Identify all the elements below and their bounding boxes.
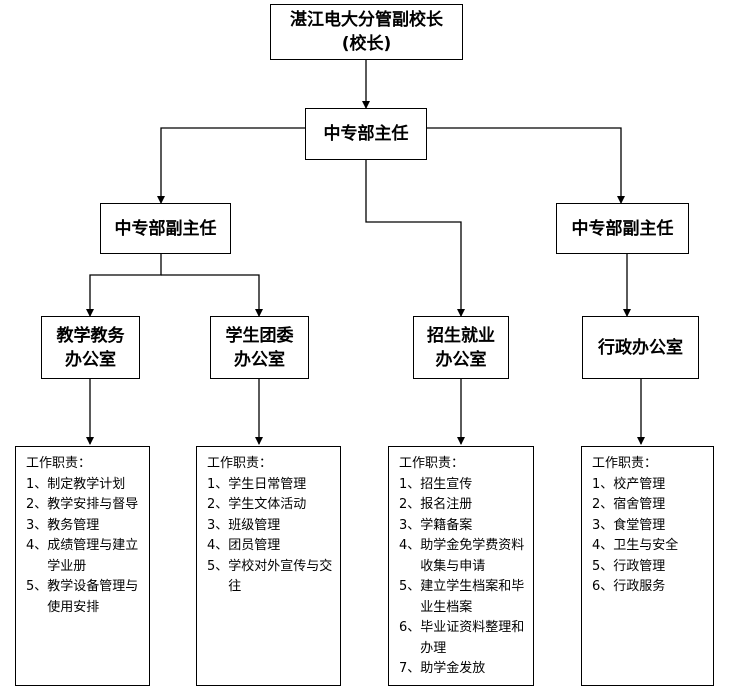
duty-item: 4、卫生与安全 xyxy=(592,538,679,553)
duty-title: 工作职责： xyxy=(207,456,273,471)
duty-item: 3、学籍备案 xyxy=(399,517,473,533)
arrow-deputy-to-student xyxy=(161,274,263,317)
duty-box-enrollment: 工作职责： 1、招生宣传 2、报名注册 3、学籍备案 4、助学金免学费资料收集与… xyxy=(388,446,534,686)
node-vice-president: 湛江电大分管副校长 (校长) xyxy=(270,4,463,60)
node-office-student: 学生团委 办公室 xyxy=(210,316,309,379)
duty-item: 3、班级管理 xyxy=(207,517,281,533)
node-director: 中专部主任 xyxy=(305,108,427,160)
node-vice-president-line2: (校长) xyxy=(341,34,392,54)
node-office-teaching: 教学教务 办公室 xyxy=(41,316,140,379)
duty-item: 5、行政管理 xyxy=(592,558,666,574)
duty-item: 1、学生日常管理 xyxy=(207,476,307,492)
node-office-teaching-line1: 教学教务 xyxy=(56,325,125,346)
duty-item: 3、食堂管理 xyxy=(592,517,666,533)
duty-box-admin: 工作职责： 1、校产管理 2、宿舍管理 3、食堂管理 4、卫生与安全 5、行政管… xyxy=(581,446,714,686)
duty-item: 5、学校对外宣传与交往 xyxy=(207,558,333,595)
duty-box-teaching: 工作职责： 1、制定教学计划 2、教学安排与督导 3、教务管理 4、成绩管理与建… xyxy=(15,446,150,686)
duty-item: 6、行政服务 xyxy=(592,579,666,594)
duty-item: 2、教学安排与督导 xyxy=(26,497,139,512)
duty-title: 工作职责： xyxy=(592,456,658,471)
duty-box-student: 工作职责： 1、学生日常管理 2、学生文体活动 3、班级管理 4、团员管理 5、… xyxy=(196,446,341,686)
arrow-director-to-right-deputy xyxy=(427,127,625,204)
node-office-admin-line1: 行政办公室 xyxy=(598,337,683,358)
duty-item: 7、助学金发放 xyxy=(399,661,486,676)
node-deputy-left: 中专部副主任 xyxy=(100,203,231,254)
arrow-director-to-enrollment xyxy=(365,160,465,317)
node-office-teaching-line2: 办公室 xyxy=(65,349,116,370)
node-deputy-left-label: 中专部副主任 xyxy=(114,218,217,239)
node-office-enrollment-line1: 招生就业 xyxy=(427,325,495,346)
duty-item: 4、团员管理 xyxy=(207,538,281,553)
node-vice-president-line1: 湛江电大分管副校长 xyxy=(290,10,443,30)
duty-item: 4、助学金免学费资料收集与申请 xyxy=(399,538,525,574)
node-office-enrollment-line2: 办公室 xyxy=(435,349,487,370)
arrow-director-to-left-deputy xyxy=(157,127,305,204)
duty-title: 工作职责： xyxy=(399,456,465,471)
node-deputy-right: 中专部副主任 xyxy=(556,203,689,254)
duty-item: 1、校产管理 xyxy=(592,476,666,492)
duty-item: 2、报名注册 xyxy=(399,497,473,512)
node-office-enrollment: 招生就业 办公室 xyxy=(413,316,509,379)
duty-item: 1、制定教学计划 xyxy=(26,476,126,492)
duty-title: 工作职责： xyxy=(26,456,92,471)
duty-item: 1、招生宣传 xyxy=(399,476,473,492)
arrow-deputy-to-teaching xyxy=(86,254,162,317)
node-office-student-line2: 办公室 xyxy=(234,349,285,370)
node-office-admin: 行政办公室 xyxy=(582,316,699,379)
duty-item: 3、教务管理 xyxy=(26,517,100,533)
duty-item: 2、学生文体活动 xyxy=(207,497,307,512)
duty-item: 4、成绩管理与建立学业册 xyxy=(26,538,139,574)
duty-item: 5、教学设备管理与使用安排 xyxy=(26,579,139,615)
duty-item: 5、建立学生档案和毕业生档案 xyxy=(399,579,525,615)
node-office-student-line1: 学生团委 xyxy=(225,325,294,346)
node-director-label: 中专部主任 xyxy=(323,124,409,144)
node-deputy-right-label: 中专部副主任 xyxy=(571,218,674,239)
duty-item: 6、毕业证资料整理和办理 xyxy=(399,620,525,656)
duty-item: 2、宿舍管理 xyxy=(592,497,666,512)
